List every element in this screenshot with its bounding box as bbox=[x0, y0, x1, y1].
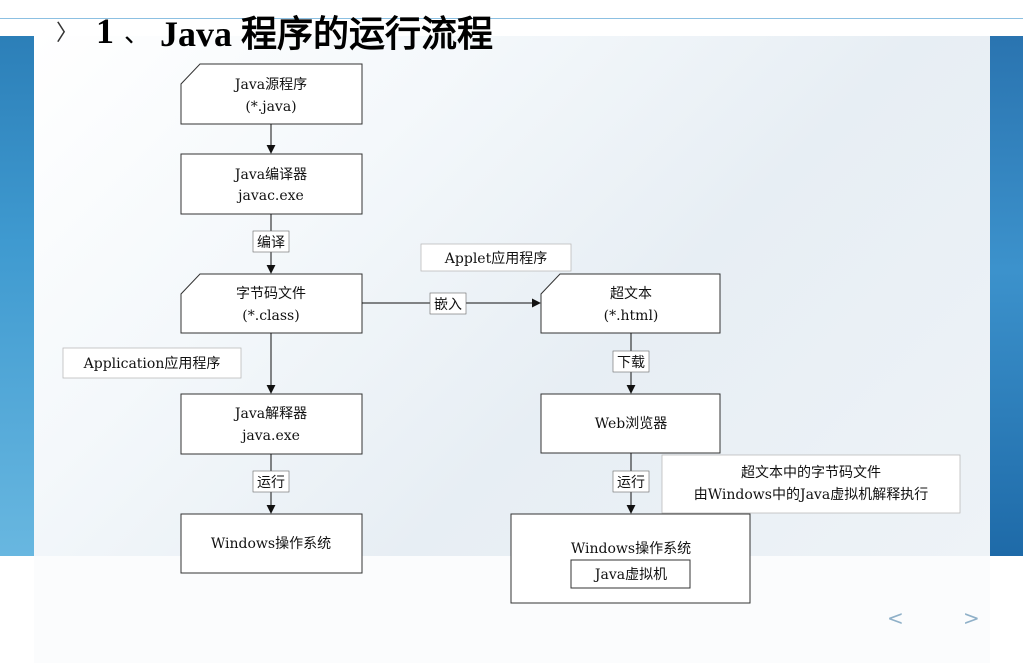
header-divider bbox=[0, 18, 1023, 19]
node-windows-os-right-label: Windows操作系统 bbox=[571, 541, 691, 557]
node-bytecode-line1: 字节码文件 bbox=[236, 286, 306, 302]
node-java-interpreter-line1: Java解释器 bbox=[233, 406, 307, 422]
node-java-interpreter: Java解释器 java.exe bbox=[180, 393, 363, 455]
node-web-browser-label: Web浏览器 bbox=[595, 416, 668, 432]
edge-label-run-right-text: 运行 bbox=[617, 475, 645, 491]
jvm-box bbox=[570, 559, 691, 589]
node-hypertext: 超文本 (*.html) bbox=[540, 273, 721, 334]
node-windows-os-left-label: Windows操作系统 bbox=[211, 536, 331, 552]
edge-label-run-left: 运行 bbox=[252, 470, 290, 493]
prev-slide-button[interactable]: < bbox=[887, 606, 904, 630]
node-bytecode-line2: (*.class) bbox=[242, 308, 299, 324]
callout-applet: Applet应用程序 bbox=[420, 243, 572, 272]
callout-note-line2: 由Windows中的Java虚拟机解释执行 bbox=[694, 487, 928, 503]
right-decor-band bbox=[990, 36, 1023, 556]
node-java-compiler-line2: javac.exe bbox=[236, 188, 304, 204]
title-text: Java 程序的运行流程 bbox=[160, 14, 494, 54]
callout-application-text: Application应用程序 bbox=[83, 355, 221, 372]
edge-label-run-left-text: 运行 bbox=[257, 475, 285, 491]
jvm-label: Java虚拟机 bbox=[593, 567, 667, 583]
edge-label-embed: 嵌入 bbox=[429, 292, 467, 315]
node-java-interpreter-line2: java.exe bbox=[240, 428, 300, 444]
callout-applet-text: Applet应用程序 bbox=[444, 250, 547, 267]
title-bullet-icon: 〉 bbox=[56, 21, 79, 46]
node-java-compiler-line1: Java编译器 bbox=[233, 167, 307, 183]
edge-label-download-text: 下载 bbox=[617, 355, 645, 371]
slide-title: 〉 1 、 Java 程序的运行流程 bbox=[56, 6, 493, 56]
node-java-source: Java源程序 (*.java) bbox=[180, 63, 363, 125]
title-separator: 、 bbox=[124, 18, 151, 49]
node-java-compiler: Java编译器 javac.exe bbox=[180, 153, 363, 215]
edge-label-compile: 编译 bbox=[252, 230, 290, 253]
node-hypertext-line2: (*.html) bbox=[604, 308, 659, 324]
next-slide-button[interactable]: > bbox=[963, 606, 980, 630]
edge-label-run-right: 运行 bbox=[612, 470, 650, 493]
callout-note: 超文本中的字节码文件 由Windows中的Java虚拟机解释执行 bbox=[661, 454, 961, 514]
node-java-source-line2: (*.java) bbox=[245, 99, 296, 115]
node-bytecode-file: 字节码文件 (*.class) bbox=[180, 273, 363, 334]
callout-note-line1: 超文本中的字节码文件 bbox=[741, 465, 881, 481]
edge-label-download: 下载 bbox=[612, 350, 650, 373]
edge-label-embed-text: 嵌入 bbox=[434, 297, 462, 313]
node-hypertext-line1: 超文本 bbox=[610, 286, 652, 302]
node-java-source-line1: Java源程序 bbox=[233, 77, 307, 93]
edge-label-compile-text: 编译 bbox=[257, 235, 285, 251]
title-number: 1 bbox=[96, 11, 115, 51]
left-decor-band bbox=[0, 36, 34, 556]
node-windows-os-left: Windows操作系统 bbox=[180, 513, 363, 574]
callout-application: Application应用程序 bbox=[62, 347, 242, 379]
node-web-browser: Web浏览器 bbox=[540, 393, 721, 454]
node-windows-os-right: Windows操作系统 Java虚拟机 bbox=[510, 513, 751, 604]
